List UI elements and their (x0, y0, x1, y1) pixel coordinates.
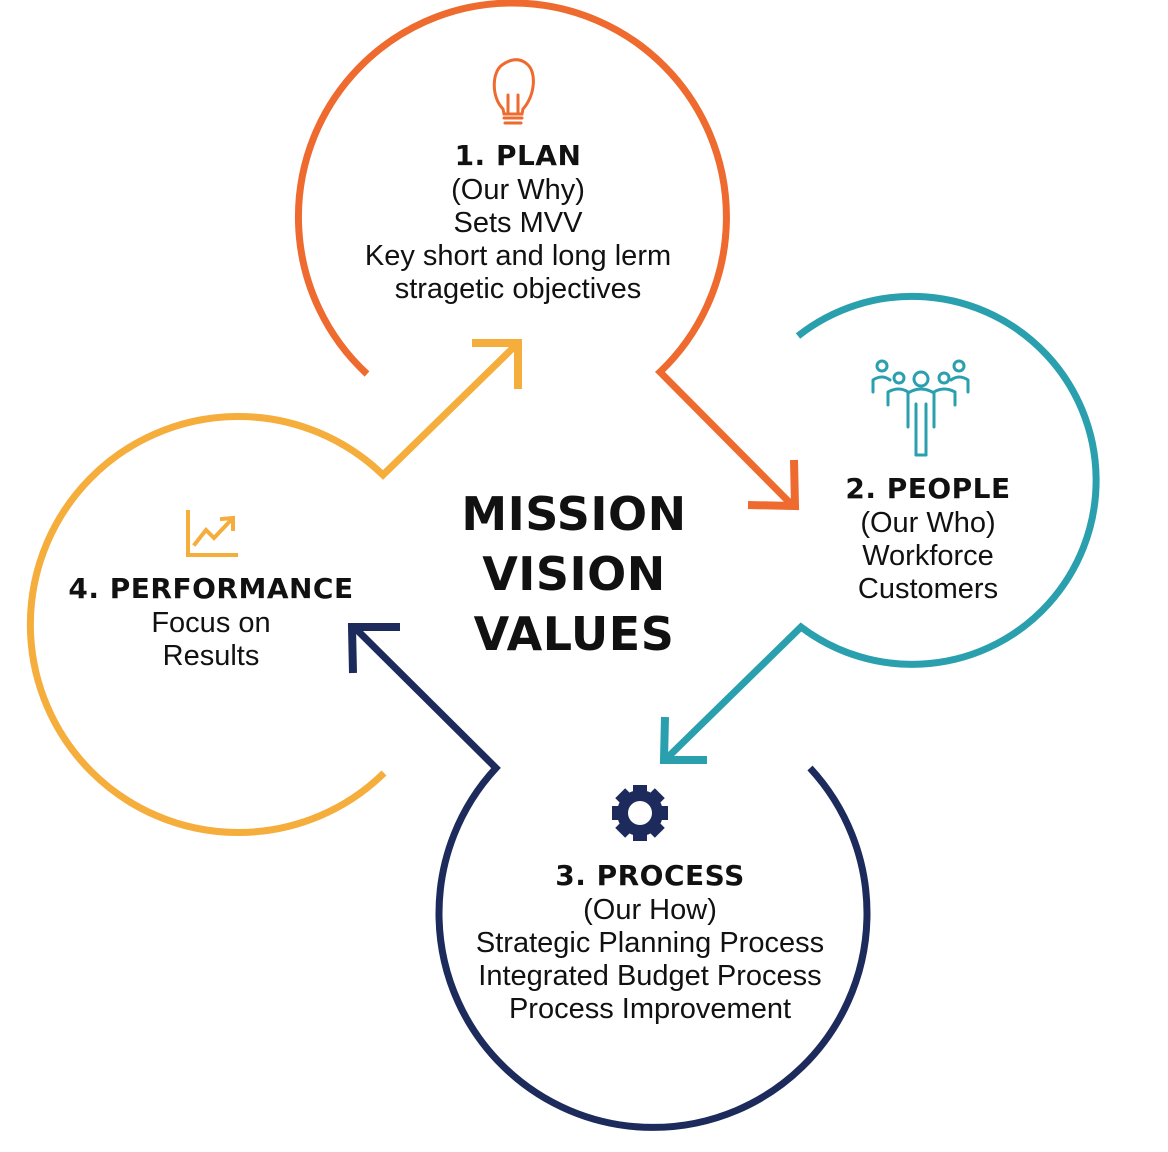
performance-title: 4. PERFORMANCE (68, 572, 354, 605)
plan-arrowhead (747, 459, 800, 511)
center-line-vision: VISION (482, 547, 666, 601)
plan-title: 1. PLAN (454, 139, 582, 172)
mission-vision-values: MISSION VISION VALUES (424, 484, 724, 664)
performance-line-2: Results (162, 640, 260, 672)
people-line-2: Workforce (862, 540, 994, 572)
process-arrowhead (347, 623, 400, 674)
plan-line-4: stragetic objectives (394, 273, 642, 305)
center-line-mission: MISSION (461, 487, 687, 541)
process-arc (350, 623, 871, 1131)
process-line-2: Strategic Planning Process (475, 927, 825, 959)
plan-line-3: Key short and long lerm (364, 240, 672, 272)
plan-line-1: (Our Why) (451, 174, 585, 206)
people-block: 2. PEOPLE (Our Who) Workforce Customers (792, 471, 1064, 606)
center-line-values: VALUES (473, 607, 675, 661)
people-arc (662, 292, 1100, 763)
process-line-3: Integrated Budget Process (478, 960, 822, 992)
people-line-1: (Our Who) (860, 507, 996, 539)
process-block: 3. PROCESS (Our How) Strategic Planning … (430, 858, 870, 1026)
process-line-4: Process Improvement (508, 993, 792, 1025)
trend-chart-icon (186, 510, 238, 557)
performance-block: 4. PERFORMANCE Focus on Results (36, 571, 386, 673)
performance-arc (26, 340, 521, 836)
lightbulb-icon (492, 58, 535, 125)
gear-icon (612, 785, 668, 841)
process-line-1: (Our How) (583, 894, 717, 926)
plan-line-2: Sets MVV (453, 207, 583, 239)
performance-arrowhead (472, 339, 522, 389)
performance-line-1: Focus on (151, 607, 271, 639)
people-group-icon (871, 359, 970, 457)
people-title: 2. PEOPLE (845, 472, 1011, 505)
people-line-3: Customers (857, 573, 999, 605)
process-title: 3. PROCESS (555, 859, 745, 892)
people-arrowhead (659, 716, 707, 764)
plan-arc (295, 0, 795, 508)
plan-block: 1. PLAN (Our Why) Sets MVV Key short and… (318, 138, 718, 306)
